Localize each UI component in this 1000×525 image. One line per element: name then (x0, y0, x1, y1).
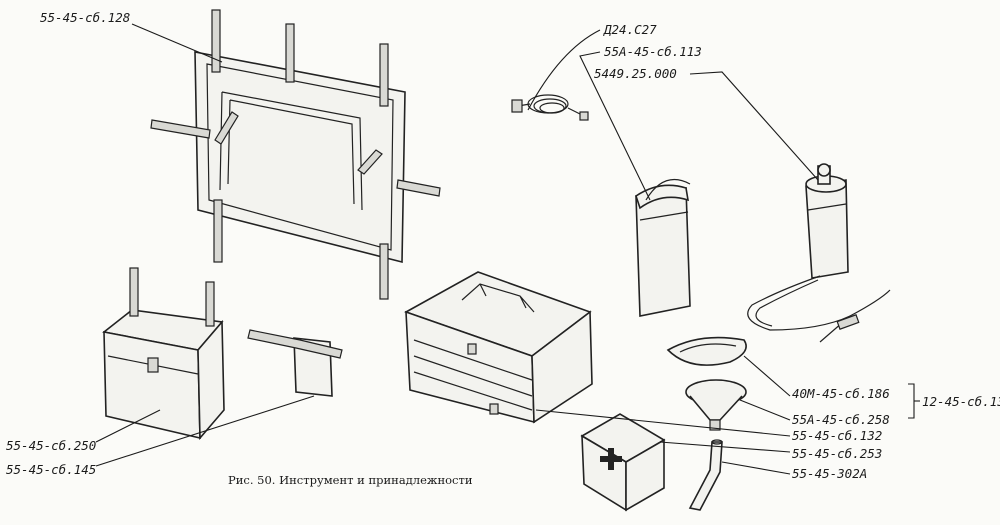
hose-illustration (511, 94, 589, 121)
label-hose: Д24.С27 (603, 22, 657, 37)
figure-caption: Рис. 50. Инструмент и принадлежности (228, 473, 473, 487)
toolbox-illustration (404, 271, 593, 424)
label-pump: 5449.25.000 (594, 66, 677, 81)
label-funnel: 55А-45-сб.258 (792, 412, 890, 427)
label-pouch: 55-45-сб.145 (6, 462, 96, 477)
canister-illustration (635, 179, 691, 317)
label-bag: 55-45-сб.250 (6, 438, 96, 453)
label-toolbox: 55-45-сб.132 (792, 428, 882, 443)
label-first-aid-kit: 55-45-сб.253 (792, 446, 882, 461)
leader-lines (95, 23, 920, 475)
funnel-illustration (685, 379, 747, 431)
label-group: 12-45-сб.134 (922, 394, 1000, 409)
label-canister: 55А-45-сб.113 (604, 44, 702, 59)
label-tube: 55-45-302А (792, 466, 867, 481)
tarpaulin-illustration (150, 9, 441, 300)
pouch-illustration (247, 329, 343, 397)
label-tarpaulin: 55-45-сб.128 (40, 10, 130, 25)
tube-illustration (688, 439, 723, 511)
bag-illustration (102, 267, 225, 441)
label-tray: 40М-45-сб.186 (792, 386, 890, 401)
tray-illustration (666, 336, 747, 366)
first-aid-kit-illustration (580, 413, 666, 512)
pump-illustration (747, 163, 891, 343)
